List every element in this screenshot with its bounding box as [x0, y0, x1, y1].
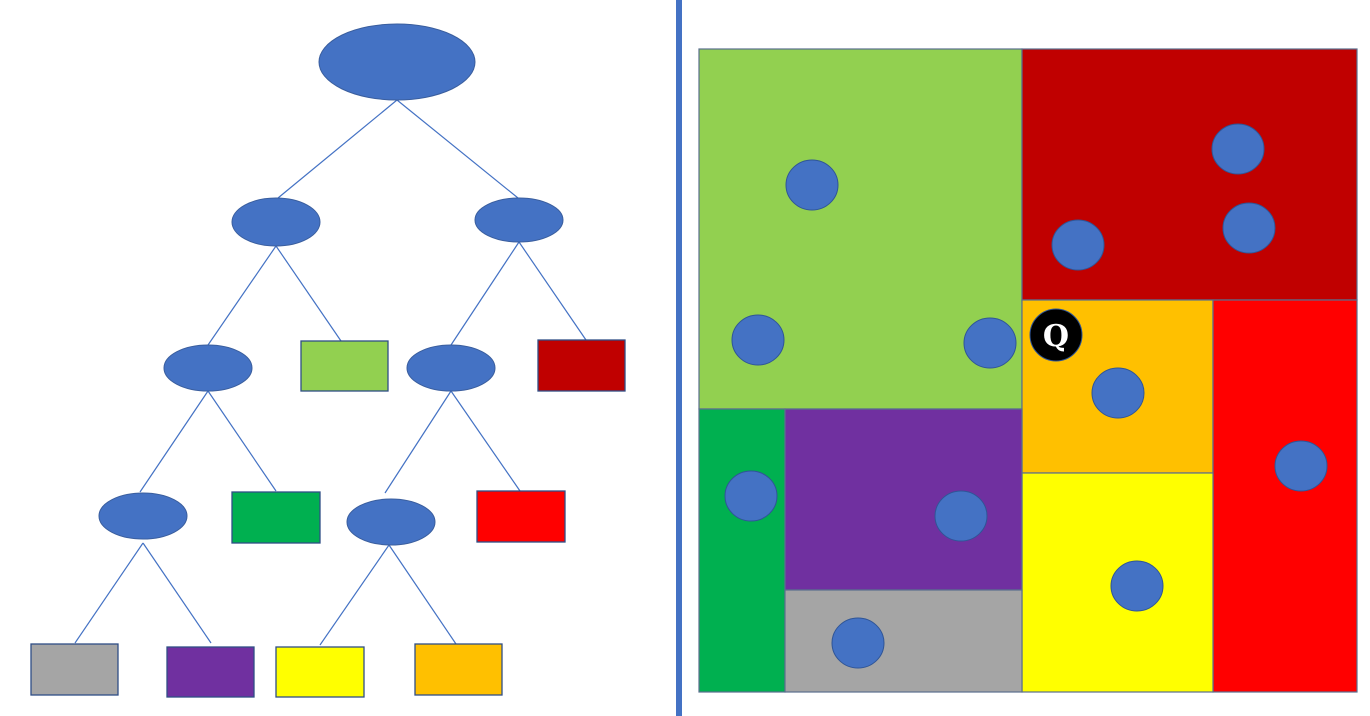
tree-node-r [474, 197, 564, 243]
data-point [831, 617, 885, 669]
tree-leaf-yellow [275, 646, 365, 698]
region-purple [784, 408, 1023, 591]
data-point [1222, 202, 1276, 254]
region-green [698, 408, 786, 693]
tree-leaf-red [476, 490, 566, 543]
tree-edge [207, 390, 277, 492]
data-point [731, 314, 785, 366]
tree-edge [518, 241, 587, 341]
tree-edge [142, 542, 212, 644]
tree-node-l [231, 197, 321, 247]
query-point-circle [1029, 308, 1083, 362]
tree-edge [207, 245, 277, 346]
tree-node-lll [98, 492, 188, 540]
tree-node-rl [406, 344, 496, 392]
query-point: Q [1029, 308, 1083, 362]
tree-edge [396, 99, 519, 199]
tree-leaf-light-green [300, 340, 389, 392]
data-point [724, 470, 778, 522]
tree-leaf-nodes [30, 339, 626, 698]
query-point-label: Q [1043, 319, 1069, 354]
tree-edges [74, 99, 587, 646]
tree-leaf-orange [414, 643, 503, 696]
data-point [785, 159, 839, 211]
data-point [1051, 219, 1105, 271]
data-point [1110, 560, 1164, 612]
region-gray [784, 589, 1023, 693]
data-points [724, 123, 1328, 669]
tree-edge [450, 390, 521, 492]
tree-edge [450, 241, 520, 346]
tree-leaf-dark-red [537, 339, 626, 392]
tree-edge [139, 390, 209, 493]
tree-edge [277, 99, 398, 199]
data-point [963, 317, 1017, 369]
tree-node-root [318, 23, 476, 101]
tree-node-ll [163, 344, 253, 392]
tree-edge [384, 390, 452, 494]
tree-leaf-gray [30, 643, 119, 696]
region-red [1212, 299, 1358, 693]
panel-divider [676, 0, 682, 716]
tree-leaf-green [231, 491, 321, 544]
tree-edge [74, 542, 144, 644]
data-point [1211, 123, 1265, 175]
region-yellow [1021, 472, 1214, 693]
data-point [934, 490, 988, 542]
tree-node-rll [346, 498, 436, 546]
tree-edge [319, 544, 390, 646]
tree-internal-nodes [98, 23, 564, 546]
tree-edge [275, 245, 342, 342]
data-point [1091, 367, 1145, 419]
tree-leaf-purple [166, 646, 255, 698]
tree-edge [388, 544, 457, 645]
data-point [1274, 440, 1328, 492]
